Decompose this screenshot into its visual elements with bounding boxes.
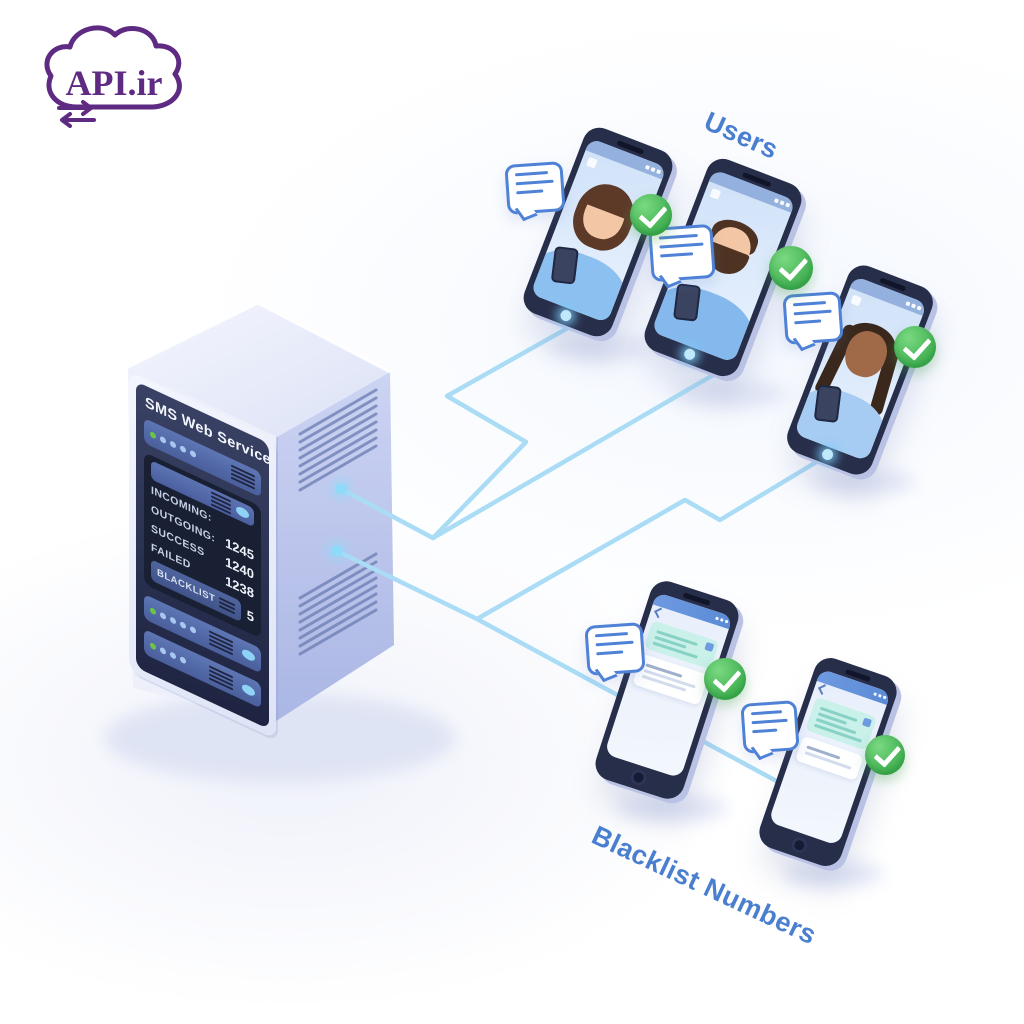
home-indicator-glow <box>820 447 835 462</box>
vent-lines <box>211 490 231 515</box>
vent-lines <box>231 464 255 490</box>
status-led <box>170 439 176 449</box>
handheld-phone <box>550 245 579 285</box>
home-indicator-glow <box>682 347 697 362</box>
status-led <box>190 624 196 634</box>
success-check-icon <box>704 658 746 700</box>
chat-bubble-icon <box>740 700 800 754</box>
server-display: SMS Web Service INCOMING: <box>136 381 269 730</box>
success-check-icon <box>769 246 813 290</box>
status-led <box>160 434 166 444</box>
vent-lines <box>209 629 233 655</box>
home-button <box>628 767 649 788</box>
status-led <box>180 620 186 630</box>
success-check-icon <box>894 326 936 368</box>
shirt <box>530 239 634 324</box>
camera-chip <box>709 188 722 200</box>
line-server-junction <box>338 486 436 541</box>
server-side-vents <box>298 388 378 656</box>
status-led <box>170 615 176 625</box>
vent-lines <box>218 596 235 614</box>
status-led <box>180 655 186 665</box>
back-arrow-icon <box>818 683 829 695</box>
status-led-green <box>150 606 156 616</box>
status-led <box>160 610 166 620</box>
camera-chip <box>586 156 598 169</box>
attachment-chip <box>704 641 715 653</box>
camera-chip <box>850 294 862 307</box>
vent-lines <box>209 664 233 690</box>
logo-text: API.ir <box>66 63 163 103</box>
brand-logo: API.ir <box>44 25 182 128</box>
shadows <box>105 335 916 886</box>
success-check-icon <box>630 194 672 236</box>
line-to-user-phone-2 <box>430 364 730 541</box>
success-check-icon <box>865 735 905 775</box>
chat-bubble-icon <box>504 161 566 215</box>
chat-bubble-icon <box>584 622 646 676</box>
delivered-dots <box>685 689 698 700</box>
status-led <box>190 448 196 458</box>
status-led-green <box>150 641 156 651</box>
indicator-oval <box>236 504 249 520</box>
line-to-user-phone-1 <box>430 308 601 541</box>
status-led <box>170 650 176 660</box>
status-led <box>180 444 186 454</box>
back-arrow-icon <box>654 607 665 618</box>
chat-bubble-icon <box>782 291 844 345</box>
cloud-outline-icon <box>44 25 182 110</box>
delivered-dots <box>848 767 854 776</box>
handheld-phone <box>813 384 843 424</box>
attachment-chip <box>861 717 873 728</box>
server-top-face <box>128 303 390 437</box>
status-led-green <box>150 430 156 440</box>
indicator-oval <box>242 647 255 663</box>
home-indicator-glow <box>558 308 574 323</box>
stat-value: 5 <box>246 606 254 626</box>
home-button <box>789 835 810 856</box>
handheld-phone <box>672 282 701 322</box>
sync-arrows-icon <box>57 100 96 128</box>
line-to-user-phone-3 <box>474 434 861 622</box>
indicator-oval <box>242 682 255 698</box>
status-led <box>160 645 166 655</box>
